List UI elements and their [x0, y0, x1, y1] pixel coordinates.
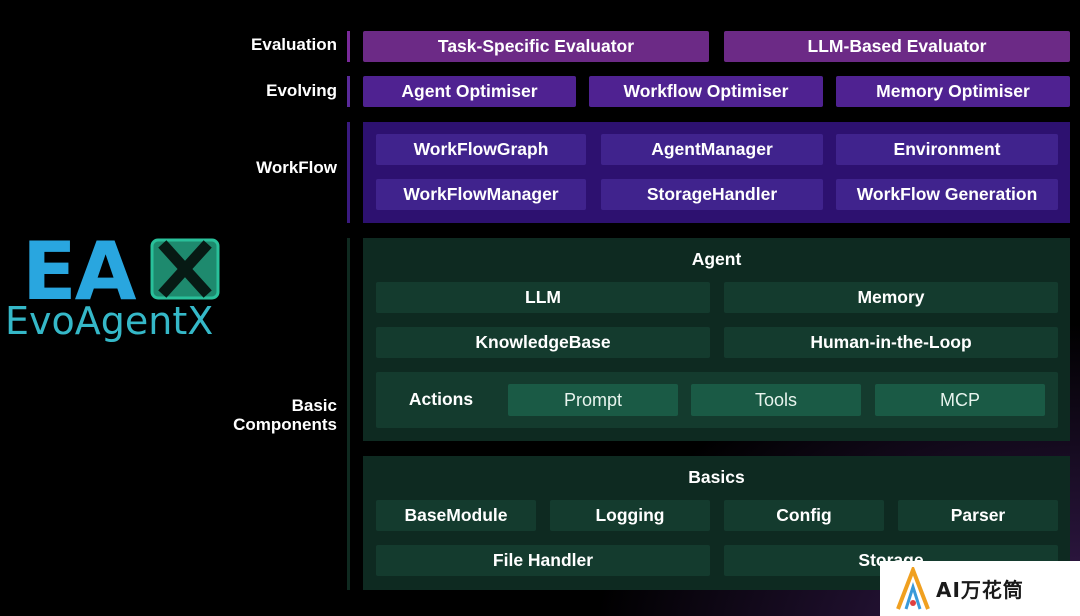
task-specific-evaluator: Task-Specific Evaluator — [363, 31, 709, 62]
knowledgebase: KnowledgeBase — [376, 327, 710, 358]
watermark-logo-icon — [896, 566, 930, 610]
file-handler: File Handler — [376, 545, 710, 576]
memory-optimiser: Memory Optimiser — [836, 76, 1070, 107]
agent-title: Agent — [691, 249, 742, 269]
parser: Parser — [898, 500, 1058, 531]
workflow-divider — [347, 122, 350, 223]
logging: Logging — [550, 500, 710, 531]
logo-letters: EA — [22, 225, 137, 318]
memory: Memory — [724, 282, 1058, 313]
logo-name: EvoAgentX — [5, 299, 214, 343]
llm: LLM — [376, 282, 710, 313]
action-mcp: MCP — [875, 384, 1045, 416]
workflow-label: WorkFlow — [256, 158, 337, 177]
evolving-divider — [347, 76, 350, 107]
agent-optimiser: Agent Optimiser — [363, 76, 576, 107]
evaluation-label: Evaluation — [251, 35, 337, 54]
basemodule: BaseModule — [376, 500, 536, 531]
environment: Environment — [836, 134, 1058, 165]
storagehandler: StorageHandler — [601, 179, 823, 210]
action-prompt: Prompt — [508, 384, 678, 416]
evaluation-divider — [347, 31, 350, 62]
workflow-generation: WorkFlow Generation — [836, 179, 1058, 210]
human-in-the-loop: Human-in-the-Loop — [724, 327, 1058, 358]
workflowgraph: WorkFlowGraph — [376, 134, 586, 165]
config: Config — [724, 500, 884, 531]
basic-components-label-line2: Components — [233, 415, 337, 434]
watermark-text: AI万花筒 — [936, 578, 1024, 602]
actions-label: Actions — [408, 389, 474, 409]
logo-x-icon — [150, 238, 220, 300]
llm-based-evaluator: LLM-Based Evaluator — [724, 31, 1070, 62]
workflow-optimiser: Workflow Optimiser — [589, 76, 823, 107]
action-tools: Tools — [691, 384, 861, 416]
basic-components-label-line1: Basic — [291, 396, 337, 415]
watermark: AI万花筒 — [880, 561, 1080, 616]
agentmanager: AgentManager — [601, 134, 823, 165]
evolving-label: Evolving — [266, 81, 337, 100]
workflowmanager: WorkFlowManager — [376, 179, 586, 210]
basic-components-divider — [347, 238, 350, 590]
basics-title: Basics — [688, 467, 745, 487]
